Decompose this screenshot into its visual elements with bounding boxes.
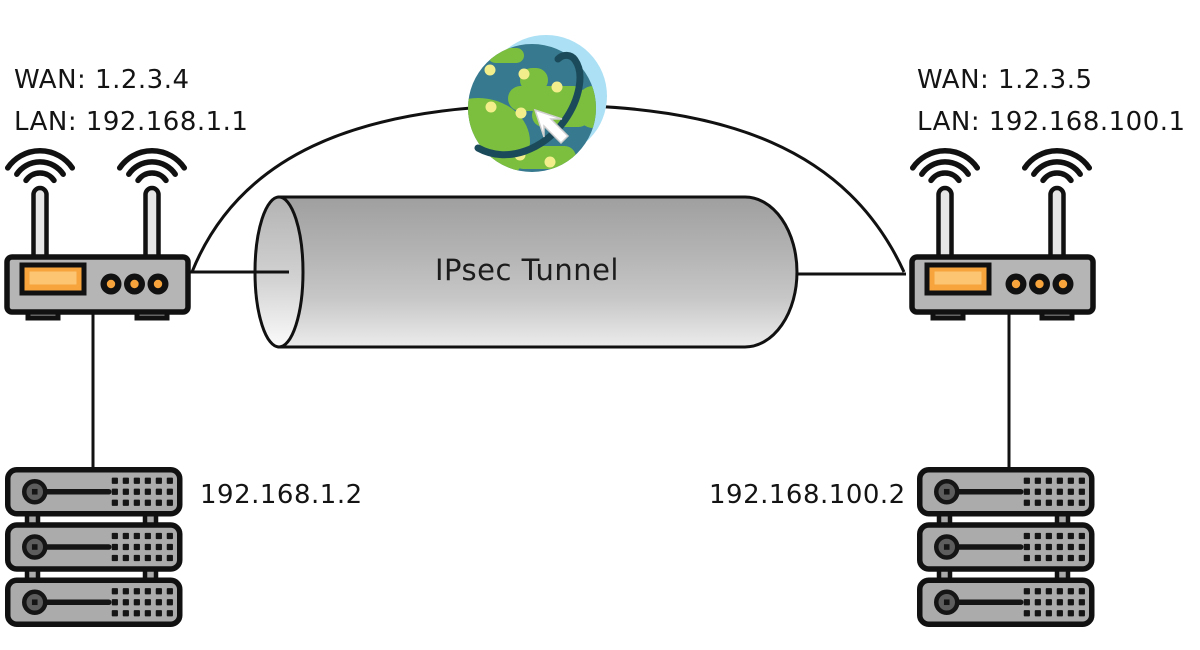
left-router-icon xyxy=(1,146,196,324)
orbit-swoosh xyxy=(474,51,584,159)
right-router-icon xyxy=(906,146,1101,324)
ipsec-tunnel-cylinder xyxy=(253,195,799,349)
right-server-ip-label: 192.168.100.2 xyxy=(709,480,906,510)
right-server-icon xyxy=(917,467,1097,627)
tunnel-body xyxy=(277,195,799,349)
right-router-lan-label: LAN: 192.168.100.1 xyxy=(917,107,1186,137)
right-router-wan-label: WAN: 1.2.3.5 xyxy=(917,65,1093,95)
globe-land xyxy=(468,48,596,172)
tunnel-label: IPsec Tunnel xyxy=(435,253,619,287)
left-router-wan-label: WAN: 1.2.3.4 xyxy=(14,65,190,95)
left-server-ip-label: 192.168.1.2 xyxy=(200,480,363,510)
globe-internet-icon xyxy=(468,35,607,172)
left-server-icon xyxy=(5,467,185,627)
left-router-lan-label: LAN: 192.168.1.1 xyxy=(14,107,249,137)
cursor-arrow-icon xyxy=(533,108,570,145)
